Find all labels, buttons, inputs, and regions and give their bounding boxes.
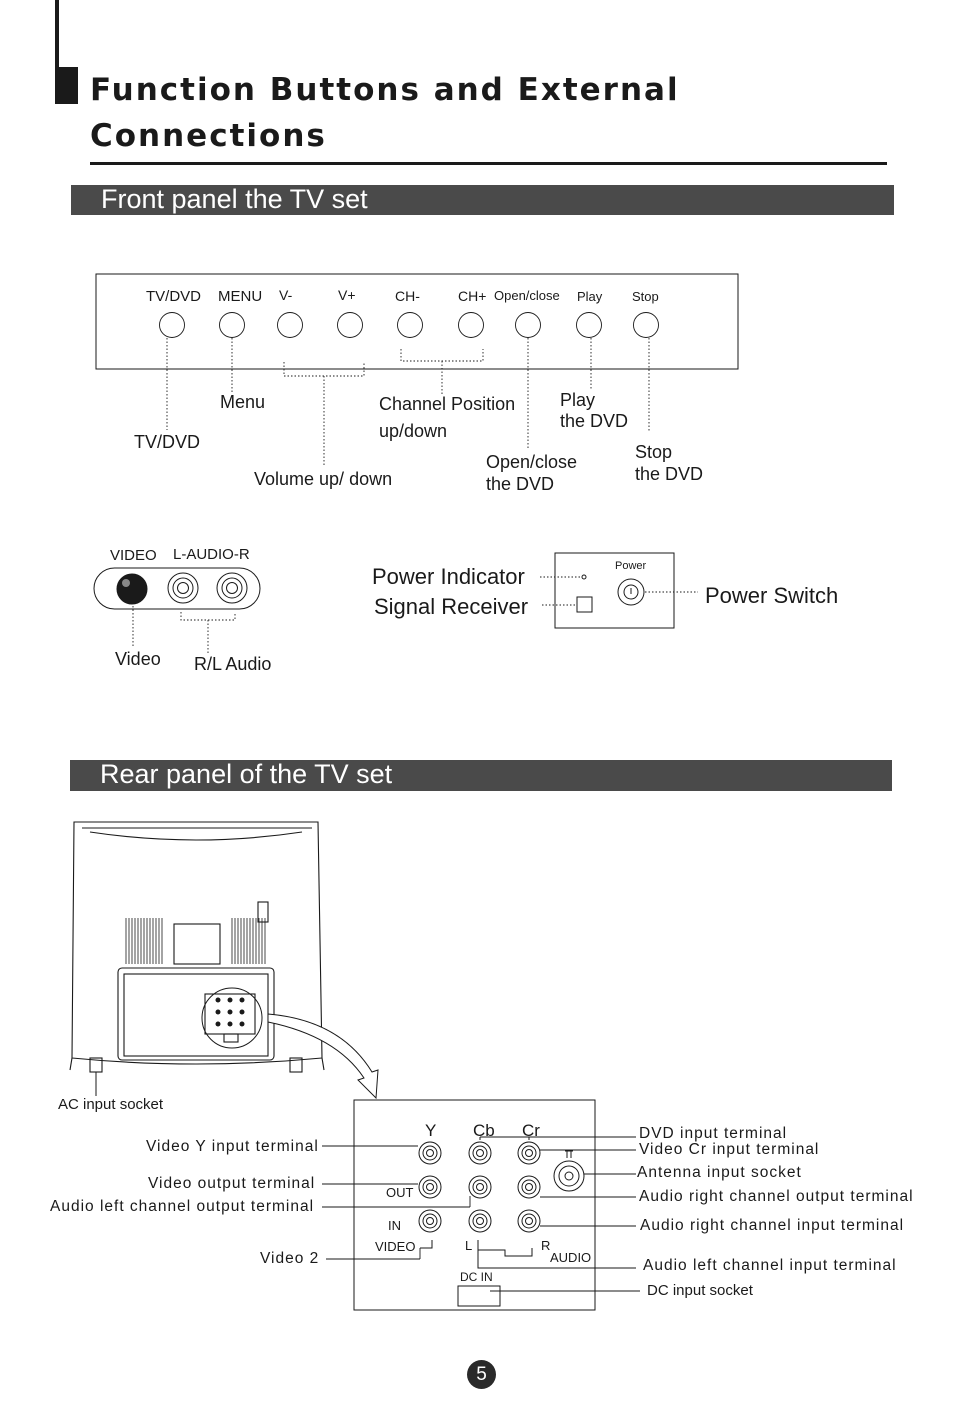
power-indicator-label: Power Indicator [372, 564, 525, 589]
av-audio-label: R/L Audio [194, 654, 272, 674]
av-audio-top-label: L-AUDIO-R [173, 546, 250, 563]
jack-label-out: OUT [386, 1185, 414, 1200]
callout-stop-line2: the DVD [635, 464, 704, 484]
button-label-ch-up: CH+ [458, 288, 487, 304]
ac-input-label: AC input socket [58, 1096, 164, 1113]
jack-label-audio: AUDIO [550, 1250, 592, 1265]
front-panel-heading: Front panel the TV set [101, 184, 368, 214]
callout-tv-dvd: TV/DVD [134, 432, 201, 452]
jack-label-cr: Cr [522, 1121, 540, 1140]
callout-channel-line1: Channel Position [379, 394, 516, 414]
jack-label-r: R [541, 1238, 551, 1253]
rear-leader-lines [322, 1145, 640, 1292]
button-label-vol-down: V- [279, 287, 293, 303]
button-label-ch-down: CH- [395, 288, 420, 304]
rear-brackets [420, 1136, 636, 1269]
tv-vents [125, 918, 266, 964]
rear-panel-heading: Rear panel of the TV set [100, 759, 393, 789]
rear-jacks [418, 1141, 585, 1233]
rear-panel-heading-bar: Rear panel of the TV set [70, 759, 892, 791]
callout-dc-input: DC input socket [647, 1282, 753, 1299]
power-switch-label: Power Switch [705, 583, 839, 608]
callout-channel-line2: up/down [379, 421, 448, 441]
jack-label-y: Y [425, 1121, 437, 1140]
button-label-menu: MENU [218, 288, 263, 305]
callout-dvd-input: DVD input terminal [639, 1125, 788, 1142]
jack-label-l: L [465, 1238, 473, 1253]
front-buttons [159, 312, 659, 338]
callout-audio-left-input: Audio left channel input terminal [643, 1257, 897, 1274]
jack-label-cb: Cb [473, 1121, 495, 1140]
header-accent-bar [55, 0, 59, 104]
button-label-play: Play [577, 289, 603, 304]
callout-antenna-input: Antenna input socket [637, 1164, 802, 1181]
title-underline [90, 162, 887, 165]
callout-volume: Volume up/ down [254, 469, 393, 489]
button-label-vol-up: V+ [338, 287, 356, 303]
button-label-open-close: Open/close [494, 288, 560, 303]
front-panel-heading-bar: Front panel the TV set [71, 184, 894, 215]
av-jack-panel [93, 567, 261, 610]
callout-audio-left-output: Audio left channel output terminal [50, 1198, 315, 1215]
rear-jack-panel [353, 1099, 596, 1311]
callout-audio-right-input: Audio right channel input terminal [640, 1217, 905, 1234]
button-label-tv-dvd: TV/DVD [146, 288, 202, 305]
callout-stop-line1: Stop [635, 442, 673, 462]
zoom-arrow [267, 1013, 379, 1100]
jack-label-dc-in: DC IN [460, 1270, 493, 1284]
callout-video2: Video 2 [260, 1250, 320, 1267]
callout-video-cr-input: Video Cr input terminal [639, 1141, 820, 1158]
page-title-line1: Function Buttons and External [90, 72, 680, 108]
jack-label-video: VIDEO [375, 1239, 416, 1254]
av-video-top-label: VIDEO [110, 547, 157, 564]
callout-menu: Menu [220, 392, 266, 412]
callout-play-line2: the DVD [560, 411, 629, 431]
front-button-strip [95, 273, 739, 370]
power-panel [554, 552, 675, 629]
page-title-line2: Connections [90, 118, 327, 154]
callout-open-line1: Open/close [486, 452, 578, 472]
power-small-label: Power [615, 560, 647, 572]
button-label-stop: Stop [632, 289, 659, 304]
av-video-label: Video [115, 649, 161, 669]
tv-rear-illustration [69, 821, 325, 1073]
header-accent-block [55, 67, 78, 104]
jack-label-in: IN [388, 1218, 401, 1233]
page-number: 5 [467, 1360, 496, 1389]
callout-video-output: Video output terminal [148, 1175, 316, 1192]
callout-video-y-input: Video Y input terminal [146, 1138, 319, 1155]
signal-receiver-label: Signal Receiver [374, 594, 529, 619]
dc-in-socket [457, 1285, 501, 1307]
front-leader-lines [166, 338, 650, 467]
callout-play-line1: Play [560, 390, 596, 410]
callout-open-line2: the DVD [486, 474, 555, 494]
callout-audio-right-output: Audio right channel output terminal [639, 1188, 914, 1205]
tv-mini-jacks [215, 997, 245, 1027]
